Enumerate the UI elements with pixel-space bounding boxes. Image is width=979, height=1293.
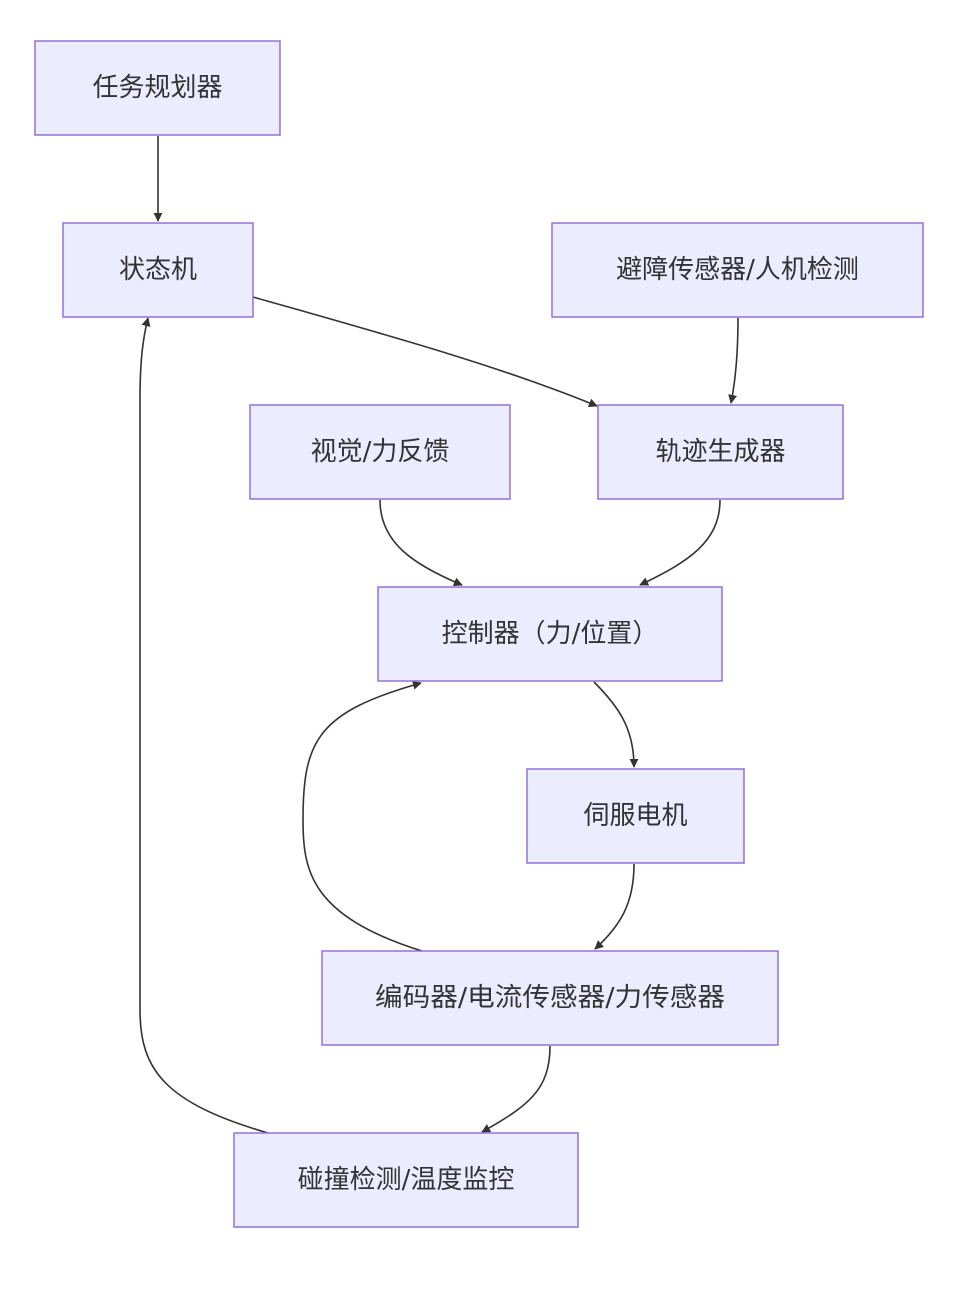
- node-label-state-machine: 状态机: [119, 255, 197, 285]
- node-label-task-planner: 任务规划器: [92, 73, 222, 103]
- edge-vision-force-to-controller: [379, 499, 463, 587]
- edge-sensors-to-monitor: [481, 1045, 551, 1133]
- node-obstacle-sensor: 避障传感器/人机检测: [551, 222, 924, 318]
- node-task-planner: 任务规划器: [34, 40, 281, 136]
- node-label-vision-force-feedback: 视觉/力反馈: [311, 437, 450, 467]
- node-label-trajectory-generator: 轨迹生成器: [655, 437, 785, 467]
- node-state-machine: 状态机: [62, 222, 254, 318]
- node-controller: 控制器（力/位置）: [377, 586, 723, 682]
- edge-trajectory-to-controller: [639, 499, 721, 586]
- edge-obstacle-sensor-to-trajectory: [728, 317, 739, 404]
- node-servo-motor: 伺服电机: [526, 768, 745, 864]
- edge-state-machine-to-trajectory: [252, 296, 598, 408]
- node-vision-force-feedback: 视觉/力反馈: [249, 404, 511, 500]
- node-label-controller: 控制器（力/位置）: [442, 619, 659, 649]
- edge-sensors-to-controller: [302, 680, 423, 952]
- nodes: 任务规划器 状态机 避障传感器/人机检测 视觉/力反馈 轨迹生成器 控制器（力/…: [34, 40, 924, 1228]
- node-label-sensors: 编码器/电流传感器/力传感器: [375, 983, 725, 1013]
- node-label-obstacle-sensor: 避障传感器/人机检测: [616, 255, 859, 285]
- edge-monitor-to-state-machine: [139, 317, 269, 1134]
- node-sensors: 编码器/电流传感器/力传感器: [321, 950, 779, 1046]
- edge-controller-to-servo: [593, 681, 639, 768]
- node-label-collision-temperature-monitor: 碰撞检测/温度监控: [298, 1165, 515, 1195]
- node-collision-temperature-monitor: 碰撞检测/温度监控: [233, 1132, 579, 1228]
- node-trajectory-generator: 轨迹生成器: [597, 404, 844, 500]
- edge-servo-to-sensors: [594, 863, 635, 950]
- edges: [139, 136, 739, 1134]
- node-label-servo-motor: 伺服电机: [583, 801, 687, 831]
